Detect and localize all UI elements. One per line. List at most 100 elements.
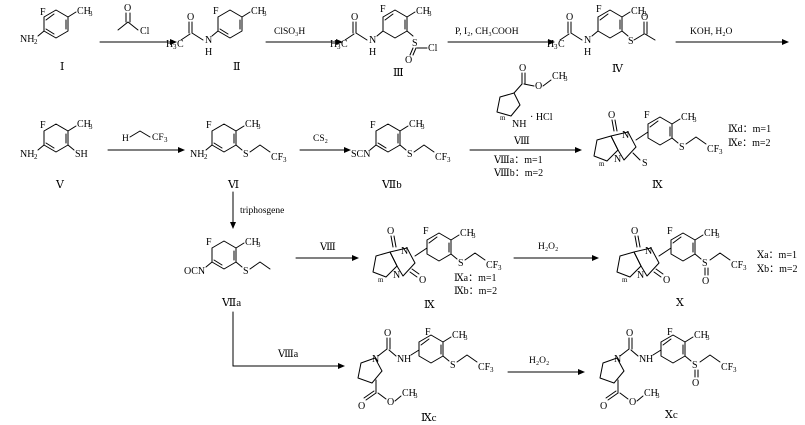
svg-text:Ⅷ: Ⅷ [319,242,336,253]
svg-text:CH: CH [694,330,708,341]
svg-text:3: 3 [554,43,558,51]
svg-text:CF: CF [707,144,720,155]
svg-text:S: S [243,149,249,160]
svg-text:N: N [645,246,652,257]
svg-text:3: 3 [263,10,267,18]
svg-text:CF: CF [731,260,744,271]
svg-text:C: C [341,39,348,50]
svg-text:S: S [450,360,456,371]
svg-text:H: H [166,39,173,50]
svg-text:Cl: Cl [428,43,438,54]
svg-text:H: H [404,354,411,365]
svg-text:CH: CH [460,228,474,239]
svg-text:· HCl: · HCl [530,112,553,123]
svg-text:Ⅸb：m=2: Ⅸb：m=2 [454,286,497,297]
compound-label: Ⅱ [233,61,240,73]
reaction-arrow-6: CS₂ [299,134,351,153]
compound-label: Ⅸ [424,299,435,311]
svg-text:OCN: OCN [184,266,205,277]
svg-text:3: 3 [490,366,494,374]
compound-label: Ⅳ [612,63,624,75]
reaction-arrow-1: O Cl [99,3,177,45]
reaction-arrow-9: H₂O₂ [513,242,599,261]
svg-text:C: C [558,39,565,50]
compound-label: Ⅰ [60,61,64,73]
svg-text:CF: CF [271,152,284,163]
svg-text:Ⅸa：m=1: Ⅸa：m=1 [454,273,497,284]
svg-text:O: O [384,328,391,339]
svg-text:O: O [663,275,670,286]
compound-label: Ⅶa [221,297,241,309]
svg-text:SH: SH [75,149,88,160]
svg-text:N: N [614,354,621,365]
svg-text:3: 3 [89,10,93,18]
svg-text:NH: NH [20,34,34,45]
svg-text:F: F [370,120,376,131]
svg-text:H₂O₂: H₂O₂ [538,242,558,252]
reaction-arrow-8: Ⅷ [295,242,359,261]
svg-text:F: F [40,120,46,131]
svg-text:3: 3 [421,123,425,131]
svg-text:CH: CH [681,112,695,123]
reaction-arrow-4: KOH, H₂O [675,27,789,45]
svg-text:N: N [584,35,591,46]
svg-text:Ⅸe：m=2: Ⅸe：m=2 [728,138,771,149]
svg-text:O: O [387,226,394,237]
svg-text:O: O [124,3,131,14]
svg-text:3: 3 [643,10,647,18]
svg-text:3: 3 [164,136,168,144]
svg-text:3: 3 [257,123,261,131]
svg-text:Ⅷ: Ⅷ [513,136,530,147]
svg-text:H: H [547,39,554,50]
compound-label: Ⅸ [652,179,663,191]
svg-text:S: S [407,149,413,160]
svg-text:N: N [614,154,621,165]
svg-text:CH: CH [552,71,566,82]
svg-text:CF: CF [435,152,448,163]
svg-text:2: 2 [34,153,38,161]
svg-text:3: 3 [498,264,502,272]
reaction-arrow-11: H₂O₂ [507,356,585,375]
svg-text:O: O [692,378,699,389]
svg-text:CS₂: CS₂ [313,134,328,144]
svg-text:S: S [702,258,708,269]
svg-text:KOH, H₂O: KOH, H₂O [690,27,733,37]
svg-text:H: H [122,134,129,144]
svg-text:O: O [631,226,638,237]
svg-text:3: 3 [719,148,723,156]
svg-text:3: 3 [257,241,261,249]
svg-text:CH: CH [416,6,430,17]
svg-text:CH: CH [452,330,466,341]
svg-text:3: 3 [656,392,660,400]
svg-text:2: 2 [204,153,208,161]
svg-text:O: O [641,12,648,23]
svg-text:N: N [401,246,408,257]
svg-text:3: 3 [464,334,468,342]
svg-text:P, I₂, CH₃COOH: P, I₂, CH₃COOH [455,27,519,37]
svg-text:S: S [458,258,464,269]
svg-text:O: O [608,110,615,121]
svg-text:m: m [622,276,628,284]
reaction-arrow-triphosgene: triphosgene [230,191,284,229]
svg-text:Ⅹa：m=1: Ⅹa：m=1 [757,250,797,261]
svg-text:N: N [637,270,644,281]
reaction-arrow-2: ClSO₃H [265,27,343,45]
reaction-arrow-7: O O CH3 NH m · HCl Ⅷ Ⅷa：m=1 Ⅷb：m=2 [469,63,582,179]
svg-text:O: O [405,55,412,66]
svg-text:Ⅷa：m=1: Ⅷa：m=1 [493,155,543,166]
svg-text:CH: CH [704,228,718,239]
svg-text:3: 3 [173,43,177,51]
svg-text:Ⅹb：m=2: Ⅹb：m=2 [757,264,798,275]
svg-text:3: 3 [716,232,720,240]
svg-text:O: O [626,328,633,339]
svg-text:3: 3 [428,10,432,18]
